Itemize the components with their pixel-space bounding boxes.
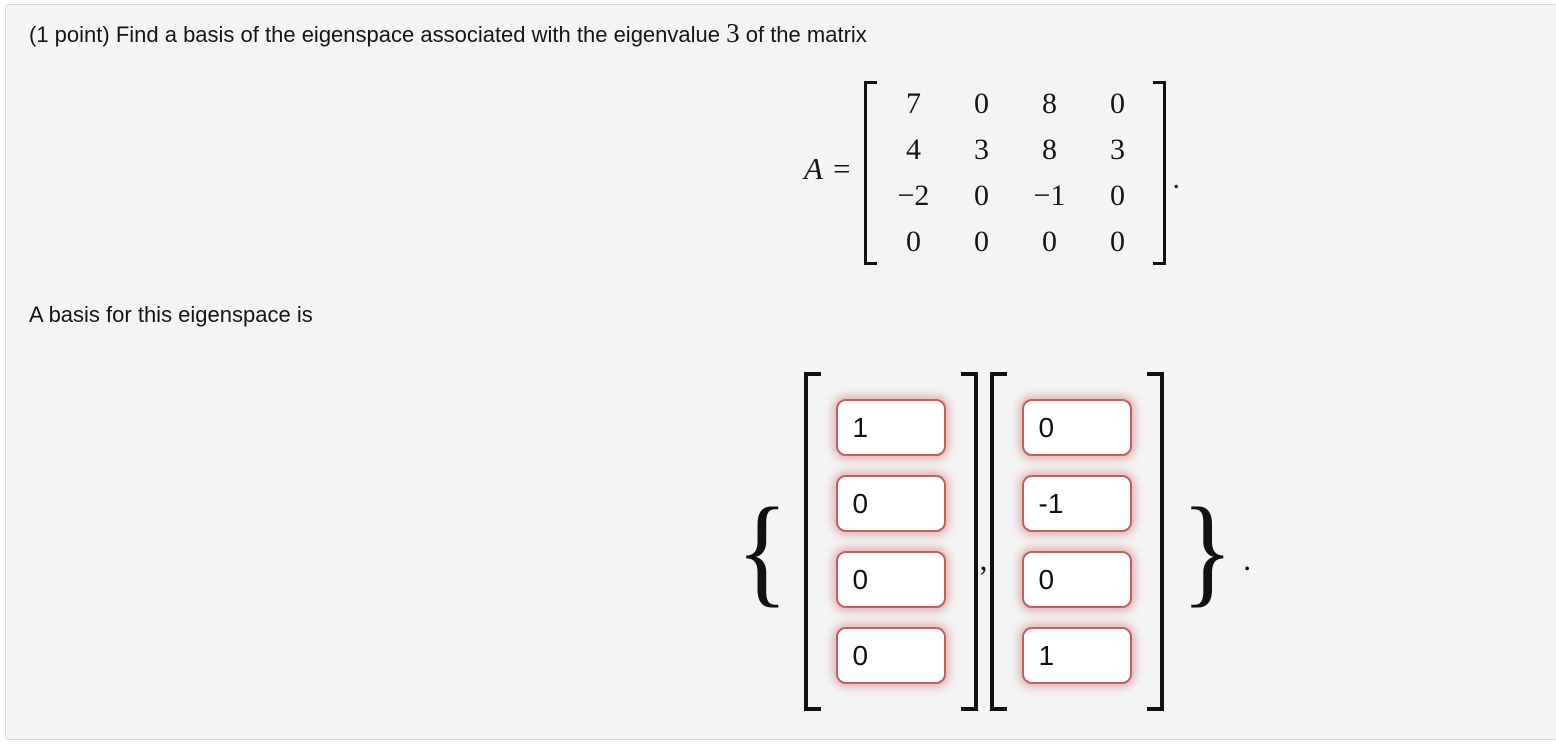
problem-panel: (1 point) Find a basis of the eigenspace… — [5, 4, 1556, 740]
close-curly-brace: } — [1181, 482, 1233, 618]
matrix-grid: 7 0 8 0 4 3 8 3 −2 0 −1 0 0 0 0 0 — [877, 81, 1153, 265]
basis-vector-2 — [989, 372, 1164, 711]
problem-statement-suffix: of the matrix — [739, 22, 867, 47]
answer-trailing-period: . — [1243, 541, 1252, 577]
matrix-cell: 4 — [905, 133, 921, 166]
problem-statement: (1 point) Find a basis of the eigenspace… — [6, 5, 1556, 48]
matrix-cell: 0 — [973, 225, 989, 258]
answer-input-v1-r3[interactable] — [835, 551, 946, 608]
matrix-cell: 0 — [1109, 179, 1125, 212]
answer-input-v2-r4[interactable] — [1021, 627, 1132, 684]
vector2-entries — [1007, 372, 1147, 711]
answer-area: { , } . — [216, 372, 1556, 711]
matrix-cell: 3 — [1109, 133, 1125, 166]
matrix-trailing-period: . — [1172, 162, 1180, 195]
matrix-cell: 8 — [1041, 133, 1057, 166]
matrix-cell: −2 — [897, 179, 930, 212]
eigenvalue-number: 3 — [726, 18, 740, 48]
matrix-cell: −1 — [1033, 179, 1066, 212]
matrix-symbol: A — [804, 151, 823, 186]
matrix-cell: 0 — [905, 225, 921, 258]
answer-input-v2-r3[interactable] — [1021, 551, 1132, 608]
answer-input-v2-r1[interactable] — [1021, 399, 1132, 456]
open-curly-brace: { — [736, 482, 788, 618]
answer-input-v1-r4[interactable] — [835, 627, 946, 684]
vector-separator-comma: , — [979, 541, 988, 577]
matrix-cell: 7 — [905, 87, 921, 120]
matrix-cell: 0 — [973, 87, 989, 120]
matrix-left-bracket — [864, 81, 878, 265]
equals-sign: = — [832, 151, 851, 186]
vector2-left-bracket — [989, 372, 1007, 711]
matrix-cell: 0 — [1109, 225, 1125, 258]
matrix-cell: 8 — [1041, 87, 1057, 120]
matrix-equation: A = 7 0 8 0 4 3 8 3 −2 0 −1 0 0 0 0 0 . — [216, 81, 1556, 265]
matrix-right-bracket — [1153, 81, 1167, 265]
matrix-cell: 3 — [973, 133, 989, 166]
vector2-right-bracket — [1146, 372, 1164, 711]
matrix-cell: 0 — [973, 179, 989, 212]
answer-input-v1-r1[interactable] — [835, 399, 946, 456]
vector1-right-bracket — [960, 372, 978, 711]
problem-statement-prefix: (1 point) Find a basis of the eigenspace… — [29, 22, 720, 47]
vector1-left-bracket — [803, 372, 821, 711]
answer-input-v1-r2[interactable] — [835, 475, 946, 532]
matrix-cell: 0 — [1041, 225, 1057, 258]
basis-vector-1 — [803, 372, 978, 711]
basis-label: A basis for this eigenspace is — [29, 302, 313, 327]
matrix-cell: 0 — [1109, 87, 1125, 120]
answer-input-v2-r2[interactable] — [1021, 475, 1132, 532]
vector1-entries — [821, 372, 961, 711]
